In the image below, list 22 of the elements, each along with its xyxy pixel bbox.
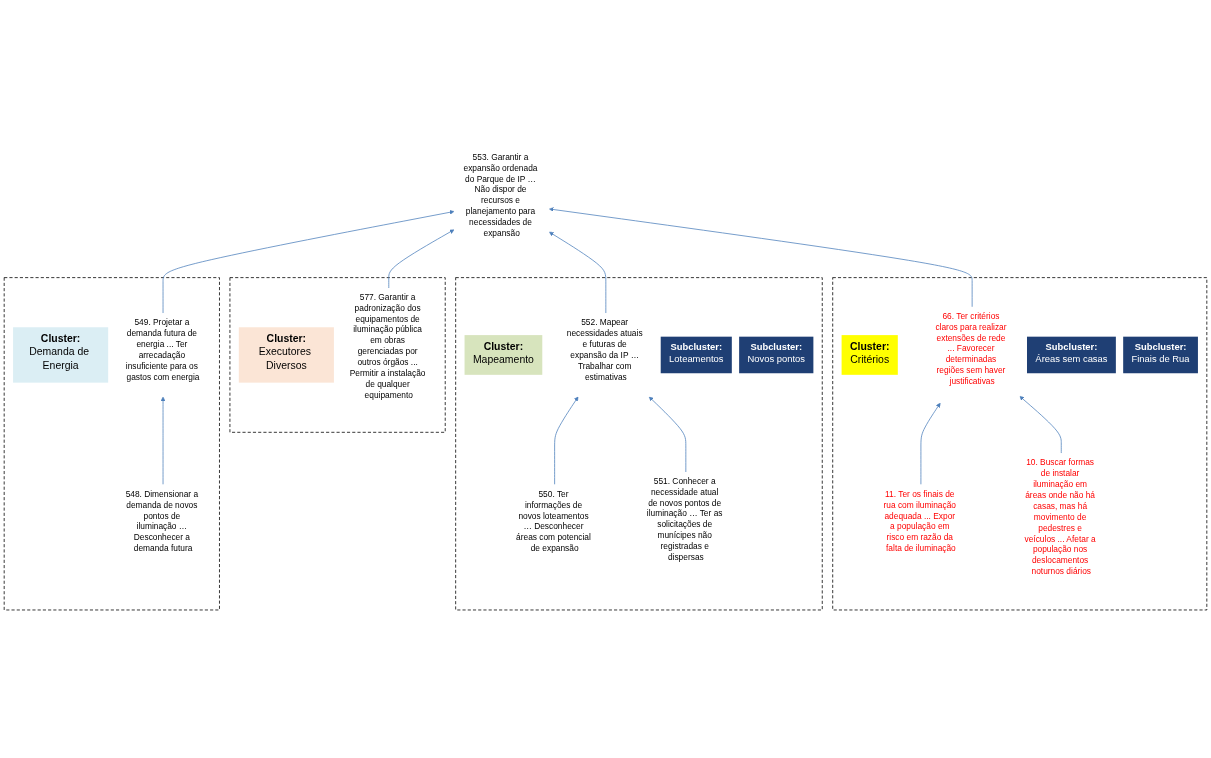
node-box <box>660 336 732 374</box>
node-text: 577. Garantir a padronização dos equipamentos de iluminação pública em obras gerenciadas por outros órgãos ... Permitir a instalação de qualquer equipamento <box>349 292 426 400</box>
node-box <box>1027 336 1116 374</box>
node-text: 551. Conhecer a necessidade atual de novos pontos de iluminação … Ter as solicitações de munícipes não registradas e dispersas <box>646 476 723 562</box>
node-text: 11. Ter os finais de rua com iluminação adequada ... Expor a população em risco em razão da falta de iluminação <box>883 489 956 553</box>
node-box <box>13 327 109 383</box>
node-box <box>841 335 898 375</box>
node-box <box>238 327 334 383</box>
node-box <box>1123 336 1198 374</box>
node-text: 10. Buscar formas de instalar iluminação em áreas onde não há casas, mas há movimento de pedestres e veículos ... Afetar a população nos deslocamentos noturnos diários <box>1024 457 1096 576</box>
node-text: 66. Ter critérios claros para realizar extensões de rede ... Favorecer determinadas regiões sem haver justificativas <box>935 311 1007 386</box>
node-text: 550. Ter informações de novos loteamentos … Desconhecer áreas com potencial de expansão <box>516 489 591 553</box>
node-box <box>739 336 814 374</box>
node-box <box>464 335 543 375</box>
node-text: 549. Projetar a demanda futura de energia ... Ter arrecadação insuficiente para os gastos com energia <box>125 317 200 382</box>
node-text: 552. Mapear necessidades atuais e futuras de expansão da IP … Trabalhar com estimativas <box>566 317 643 382</box>
cluster <box>455 277 823 611</box>
cluster <box>3 277 220 611</box>
cluster <box>229 277 446 433</box>
node-text: 548. Dimensionar a demanda de novos pontos de iluminação … Desconhecer a demanda futura <box>125 489 199 553</box>
node-text: 553. Garantir a expansão ordenada do Parque de IP … Não dispor de recursos e planejamento para necessidades de expansão <box>463 152 538 238</box>
cluster <box>832 277 1208 611</box>
